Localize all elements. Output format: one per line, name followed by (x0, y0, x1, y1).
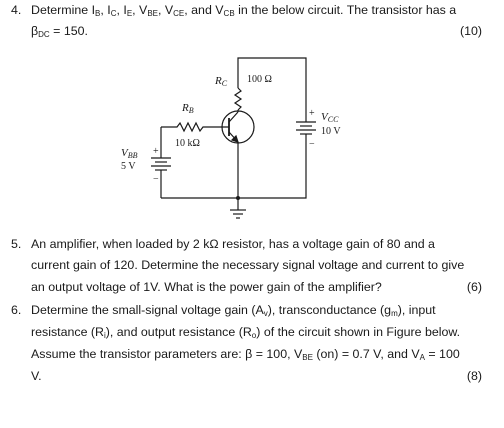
q6-text-line3: Assume the transistor parameters are: β … (31, 347, 460, 362)
vbb-value: 5 V (121, 161, 136, 172)
vbb-minus: − (153, 174, 159, 185)
q4-text-line1: Determine IB, IC, IE, VBE, VCE, and VCB … (31, 3, 457, 18)
q4-number: 4. (11, 3, 22, 17)
rb-label: R (181, 102, 189, 114)
q5-text-line1: An amplifier, when loaded by 2 kΩ resist… (31, 237, 435, 251)
vcc-minus: − (309, 139, 315, 150)
svg-text:VBB: VBB (121, 147, 138, 160)
vbb-plus: + (153, 146, 159, 157)
q4-text-line2: βDC = 150. (31, 24, 88, 39)
rc-label: R (214, 75, 222, 87)
vbb-battery (151, 157, 171, 171)
q5-number: 5. (11, 237, 22, 251)
svg-text:RC: RC (214, 75, 228, 88)
q6-number: 6. (11, 303, 22, 317)
rb-value: 10 kΩ (175, 138, 200, 149)
q5-text-line2: current gain of 120. Determine the neces… (31, 258, 465, 272)
q6-text-line1: Determine the small-signal voltage gain … (31, 303, 436, 318)
q4-marks: (10) (459, 24, 482, 38)
svg-text:VCC: VCC (321, 111, 339, 124)
bjt-circuit-diagram: RC 100 Ω RB 10 kΩ VBB 5 V + − VCC 10 V +… (121, 57, 341, 219)
q6-marks: (8) (466, 369, 482, 383)
vcc-value: 10 V (321, 126, 341, 137)
rc-value: 100 Ω (247, 74, 272, 85)
q5-marks: (6) (466, 280, 482, 294)
q6-text-line4: V. (31, 369, 42, 383)
vcc-plus: + (309, 108, 315, 119)
svg-text:RB: RB (181, 102, 194, 115)
rc-resistor (233, 87, 243, 111)
vcc-battery (296, 121, 316, 135)
vcc-label: V (321, 111, 329, 123)
ground-symbol (230, 209, 246, 219)
vbb-label: V (121, 147, 129, 159)
rb-resistor (161, 121, 209, 133)
q6-text-line2: resistance (Ri), and output resistance (… (31, 325, 461, 340)
q5-text-line3: an output voltage of 1V. What is the pow… (31, 280, 382, 294)
